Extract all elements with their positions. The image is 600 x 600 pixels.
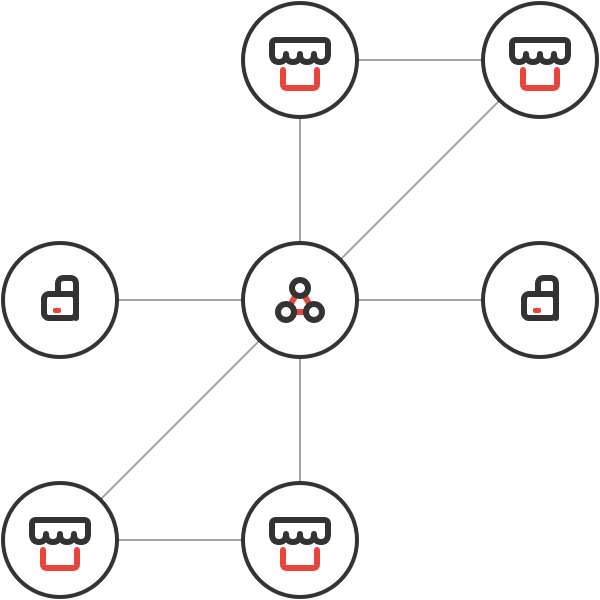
hub-ring-3 [303, 301, 325, 323]
awning-shape [269, 37, 331, 65]
awning-shape [29, 517, 91, 545]
awning-shape [269, 517, 331, 545]
padlock-icon [521, 275, 559, 321]
node-store-bottom [241, 481, 359, 599]
node-lock-left [1, 241, 119, 359]
lock-body-shape [41, 291, 79, 321]
storefront-icon [269, 517, 331, 571]
store-base-shape [40, 547, 80, 571]
network-hub-icon [275, 277, 325, 323]
keyhole-shape [53, 308, 61, 313]
node-circle [1, 241, 119, 359]
lock-shackle-shape [535, 275, 559, 321]
storefront-icon [509, 37, 571, 91]
node-circle [241, 241, 359, 359]
hub-ring-1 [289, 277, 311, 299]
keyhole-shape [533, 308, 541, 313]
store-base-shape [280, 67, 320, 91]
lock-body-shape [521, 291, 559, 321]
hub-ring-2 [275, 301, 297, 323]
node-store-top-right [481, 1, 599, 119]
node-hub-center [241, 241, 359, 359]
storefront-icon [269, 37, 331, 91]
store-base-shape [280, 547, 320, 571]
awning-shape [509, 37, 571, 65]
hub-link-shape [283, 285, 317, 315]
node-lock-right [481, 241, 599, 359]
storefront-icon [29, 517, 91, 571]
node-store-bottom-left [1, 481, 119, 599]
store-base-shape [520, 67, 560, 91]
padlock-icon [41, 275, 79, 321]
node-circle [481, 241, 599, 359]
node-store-top [241, 1, 359, 119]
lock-shackle-shape [55, 275, 79, 321]
